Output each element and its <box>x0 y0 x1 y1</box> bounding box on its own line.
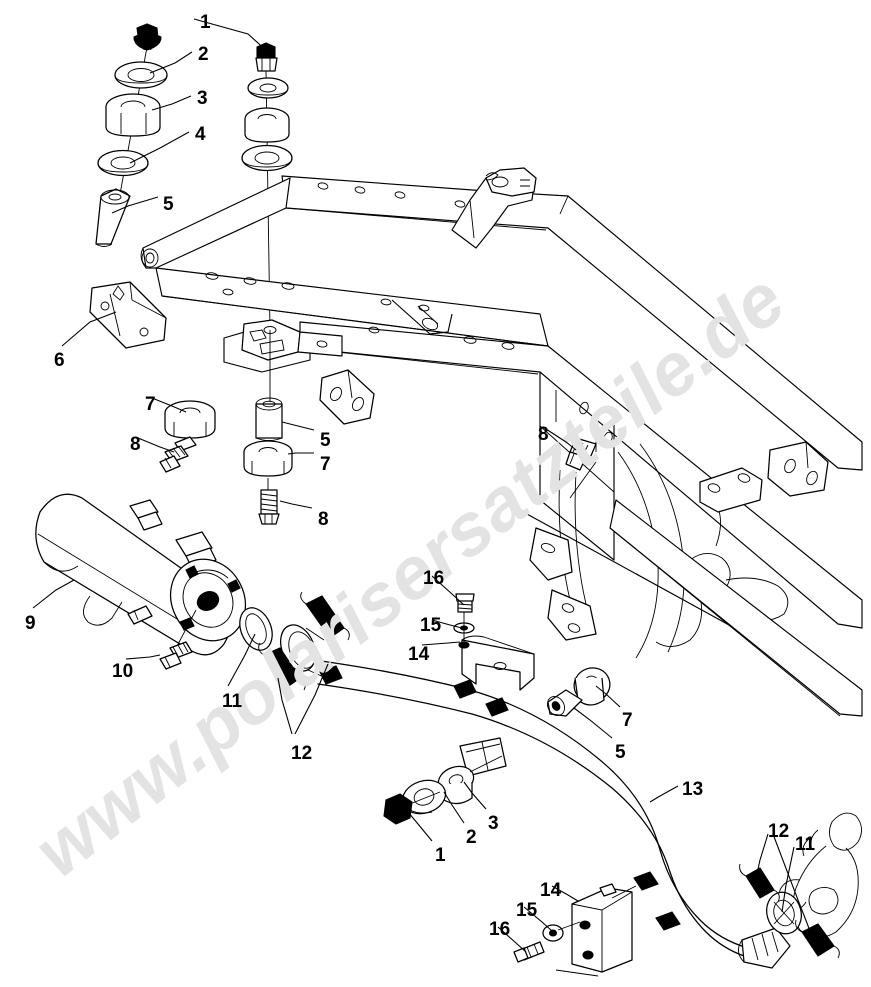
small-washer-icon-2 <box>542 924 564 942</box>
washer-icon-2 <box>247 77 289 99</box>
muffler-mounting-screw-icon <box>159 609 197 670</box>
pipe-support-bracket-icon-2 <box>555 883 637 977</box>
mounting-bracket-plate-icon <box>89 281 167 349</box>
flange-lock-nut-icon <box>133 23 162 51</box>
rubber-grommet-icon <box>105 93 161 137</box>
upper-left-fastener-stack <box>95 23 168 247</box>
spacer-sleeve-icon-2 <box>255 397 283 441</box>
center-isolator-group <box>243 330 293 525</box>
frame-rear-upper-bracket <box>451 167 537 249</box>
left-isolator-group <box>159 400 216 473</box>
pipe-support-bracket-icon <box>461 635 535 691</box>
exhaust-spring-icon-4 <box>795 919 840 959</box>
frame-shackle-bracket <box>319 369 375 425</box>
flange-lock-nut-icon-2 <box>255 42 278 72</box>
spacer-sleeve-icon <box>95 188 131 247</box>
upper-center-fastener-stack <box>241 42 293 331</box>
rubber-grommet-icon-2 <box>244 107 290 143</box>
right-hex-bolt-group <box>565 437 597 499</box>
muffler-body-icon <box>35 493 247 656</box>
flat-washer-icon-2 <box>241 144 293 172</box>
flat-washer-icon <box>97 149 149 177</box>
exhaust-spring-icon <box>300 591 350 641</box>
muffler-assembly <box>35 493 509 717</box>
flange-lock-nut-icon-3 <box>383 793 413 825</box>
short-screw-icon <box>455 593 475 613</box>
washer-icon <box>114 61 168 89</box>
pipe-support-bracket-group-lower <box>513 871 681 977</box>
frame-center-bracket <box>223 319 343 373</box>
hex-bolt-icon <box>159 436 197 473</box>
rubber-isolator-mount-icon-2 <box>243 440 293 477</box>
short-screw-icon-2 <box>513 941 545 963</box>
vehicle-frame <box>89 167 863 717</box>
hex-bolt-icon-2 <box>258 478 280 525</box>
rubber-isolator-mount-icon <box>164 400 216 439</box>
